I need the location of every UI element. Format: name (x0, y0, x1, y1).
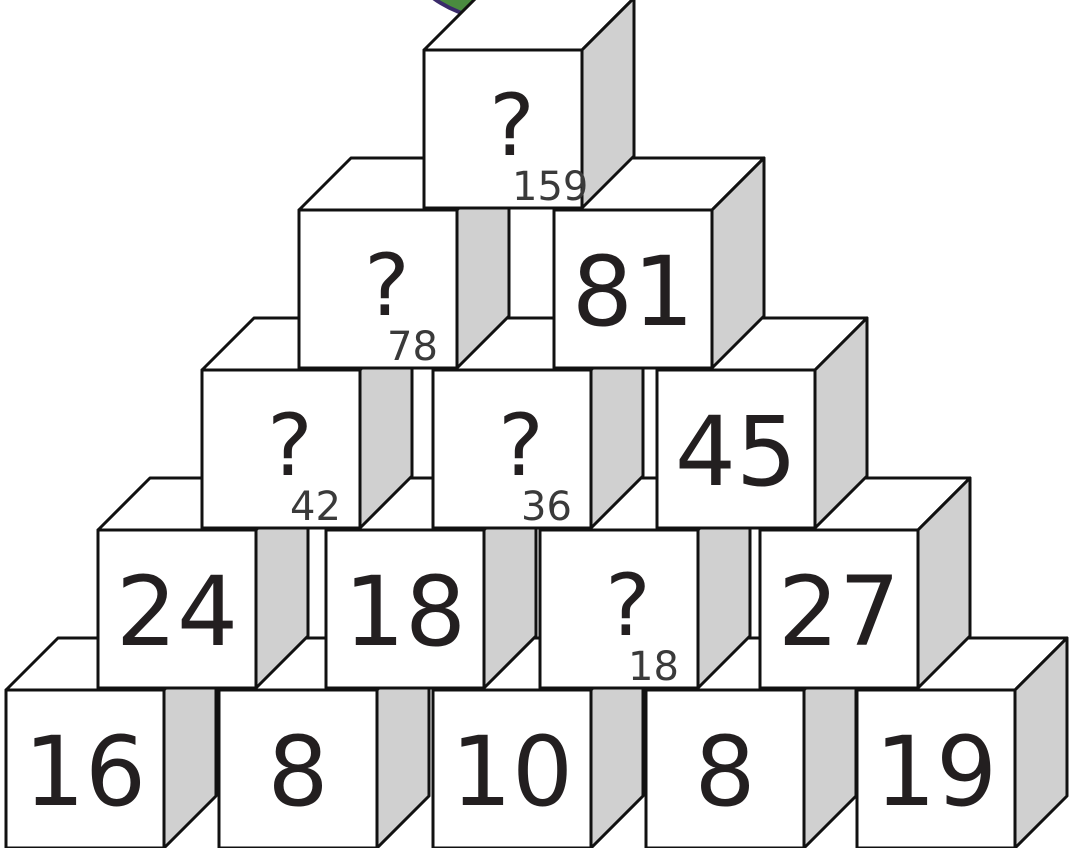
cube-value: 24 (116, 556, 238, 668)
unknown-value: ? (605, 556, 651, 656)
unknown-value: ? (364, 236, 410, 336)
cube-value: 8 (267, 716, 328, 828)
answer-hint: 18 (628, 644, 679, 690)
cube-value: 27 (778, 556, 900, 668)
cube-value: 45 (675, 396, 797, 508)
cube-value: 8 (694, 716, 755, 828)
unknown-value: ? (498, 396, 544, 496)
answer-hint: 36 (521, 484, 572, 530)
unknown-value: ? (489, 76, 535, 176)
cube: ?159 (424, 0, 634, 210)
cube-value: 10 (451, 716, 573, 828)
answer-hint: 42 (290, 484, 341, 530)
cube-value: 19 (875, 716, 997, 828)
cube-value: 18 (344, 556, 466, 668)
cube-value: 16 (24, 716, 146, 828)
answer-hint: 159 (512, 164, 588, 210)
unknown-value: ? (267, 396, 313, 496)
answer-hint: 78 (387, 324, 438, 370)
cube-value: 81 (572, 236, 694, 348)
